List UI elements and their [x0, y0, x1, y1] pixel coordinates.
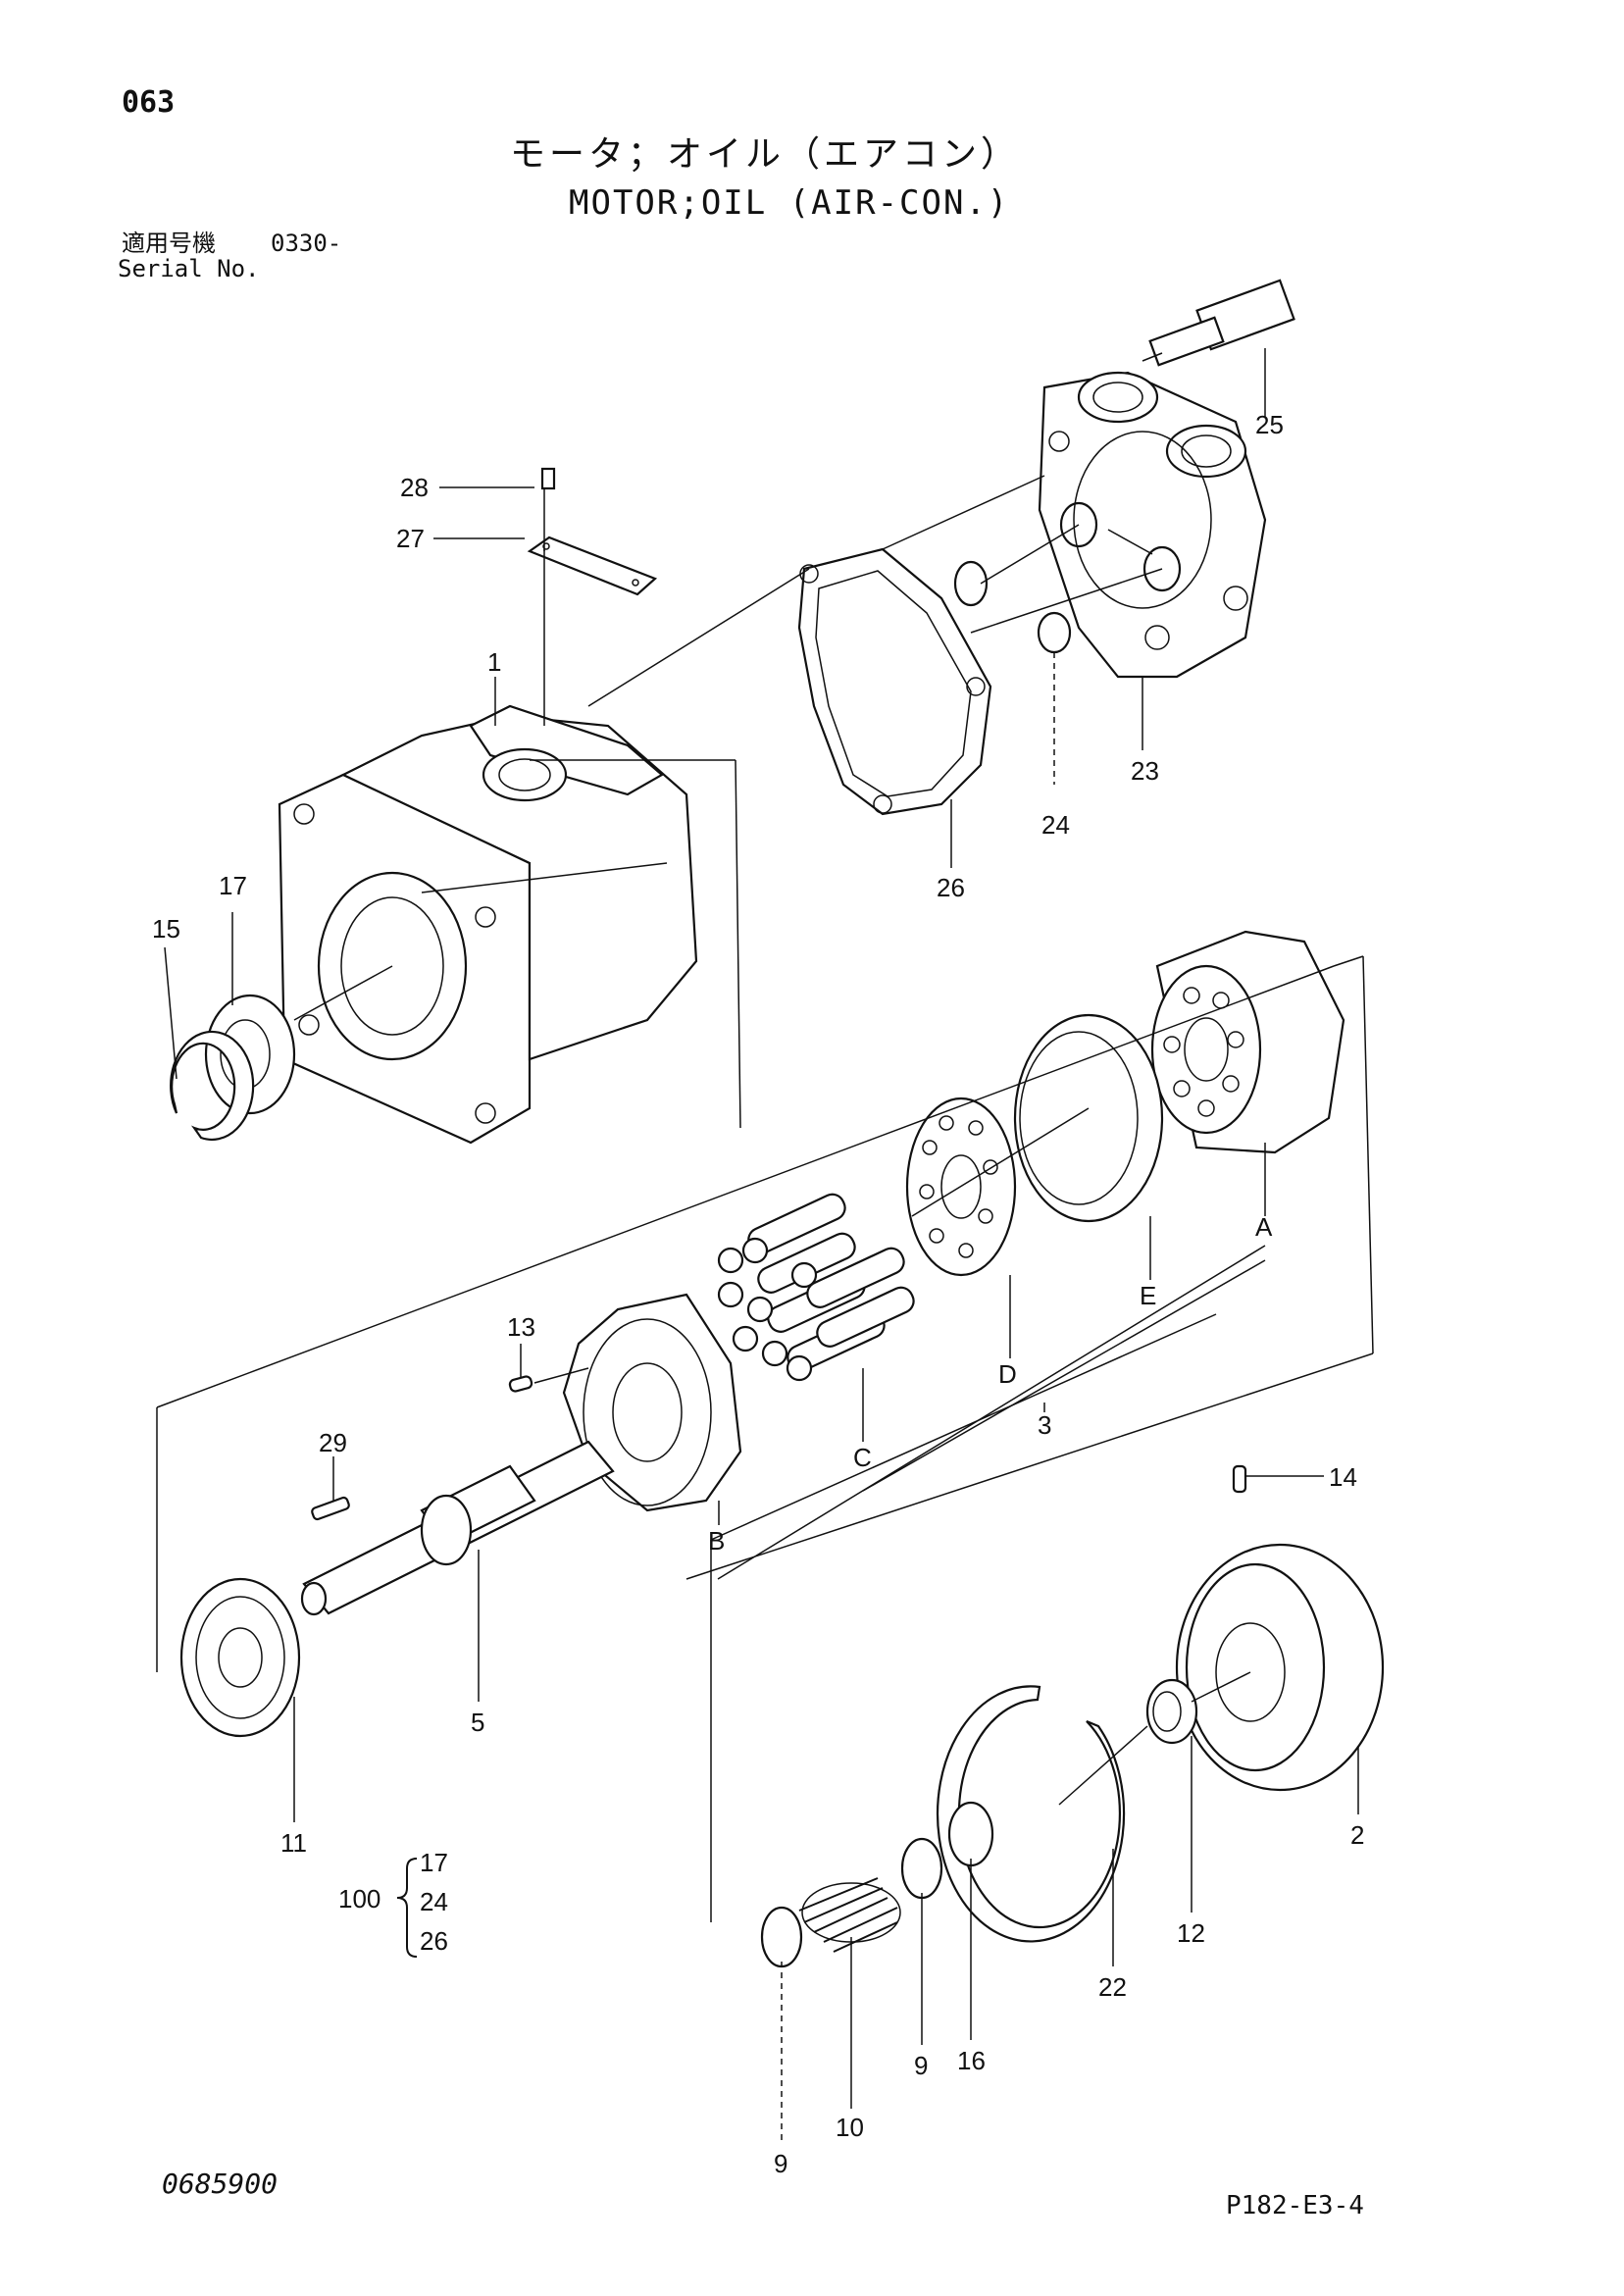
callout-a: A — [1255, 1212, 1273, 1242]
key-29 — [311, 1496, 350, 1521]
cylinder-block-a — [1150, 930, 1345, 1154]
callout-3: 3 — [1038, 1410, 1051, 1440]
callout-e: E — [1140, 1281, 1156, 1310]
callout-12: 12 — [1177, 1918, 1205, 1948]
callout-11: 11 — [280, 1828, 307, 1858]
kit-number: 100 — [338, 1884, 381, 1913]
swash-plate-b — [562, 1293, 742, 1512]
washer-9-lower — [760, 1906, 803, 1968]
pin-13 — [508, 1375, 533, 1393]
pin-14 — [1232, 1464, 1247, 1494]
callout-28: 28 — [400, 473, 429, 502]
callout-24: 24 — [1041, 810, 1070, 840]
callout-5: 5 — [471, 1708, 484, 1737]
snap-ring-15 — [170, 1030, 255, 1142]
needle-bearing-12 — [1145, 1678, 1198, 1745]
shaft-5 — [300, 1440, 615, 1616]
callout-16: 16 — [957, 2046, 986, 2075]
title-japanese: モータ；オイル（エアコン） — [510, 134, 1021, 175]
callout-25: 25 — [1255, 410, 1284, 439]
name-plate-27 — [527, 536, 658, 596]
reference-code: P182-E3-4 — [1226, 2191, 1364, 2220]
snap-ring-16 — [947, 1801, 994, 1867]
serial-label-japanese: 適用号機 — [122, 230, 216, 257]
callout-2: 2 — [1350, 1820, 1364, 1850]
assembly-outline-3 — [156, 759, 1374, 1672]
callout-13: 13 — [507, 1312, 535, 1342]
callout-10: 10 — [836, 2113, 864, 2142]
kit-bracket — [396, 1858, 418, 1958]
valve-plate-2 — [1175, 1543, 1385, 1792]
callout-9-lower: 9 — [774, 2149, 787, 2178]
callout-d: D — [998, 1359, 1017, 1389]
kit-item-26: 26 — [420, 1926, 448, 1956]
bolt-25 — [1142, 279, 1295, 367]
document-code: 0685900 — [162, 2168, 279, 2200]
callout-29: 29 — [319, 1428, 347, 1457]
callout-15: 15 — [152, 914, 180, 944]
bearing-11 — [179, 1577, 301, 1738]
callout-b: B — [708, 1526, 725, 1556]
leader-lines — [164, 348, 1359, 2143]
page-number: 063 — [122, 85, 176, 120]
kit-item-24: 24 — [420, 1887, 448, 1916]
screw-28 — [540, 467, 556, 490]
axis-lines — [293, 475, 1251, 1806]
spring-10 — [798, 1877, 901, 1953]
washer-9-upper — [900, 1837, 943, 1900]
kit-item-17: 17 — [420, 1848, 448, 1877]
spacer-ring-e — [1013, 1013, 1164, 1223]
title-english: MOTOR;OIL (AIR-CON.) — [569, 183, 1010, 223]
housing-1 — [278, 704, 698, 1145]
serial-label-english: Serial No. — [118, 255, 260, 282]
callout-1: 1 — [487, 647, 501, 677]
callout-22: 22 — [1098, 1972, 1127, 2002]
callout-27: 27 — [396, 524, 425, 553]
callout-c: C — [853, 1443, 872, 1472]
callout-9-upper: 9 — [914, 2051, 928, 2080]
callout-14: 14 — [1329, 1462, 1357, 1492]
callout-23: 23 — [1131, 756, 1159, 786]
pistons-c — [717, 1193, 915, 1382]
end-cover-23 — [1038, 371, 1267, 679]
callout-26: 26 — [937, 873, 965, 902]
callout-17: 17 — [219, 871, 247, 900]
o-rings-24 — [953, 560, 1072, 654]
gasket-26 — [797, 547, 992, 816]
serial-value: 0330- — [271, 230, 342, 257]
assembly-outline-valve — [710, 1313, 1217, 1922]
